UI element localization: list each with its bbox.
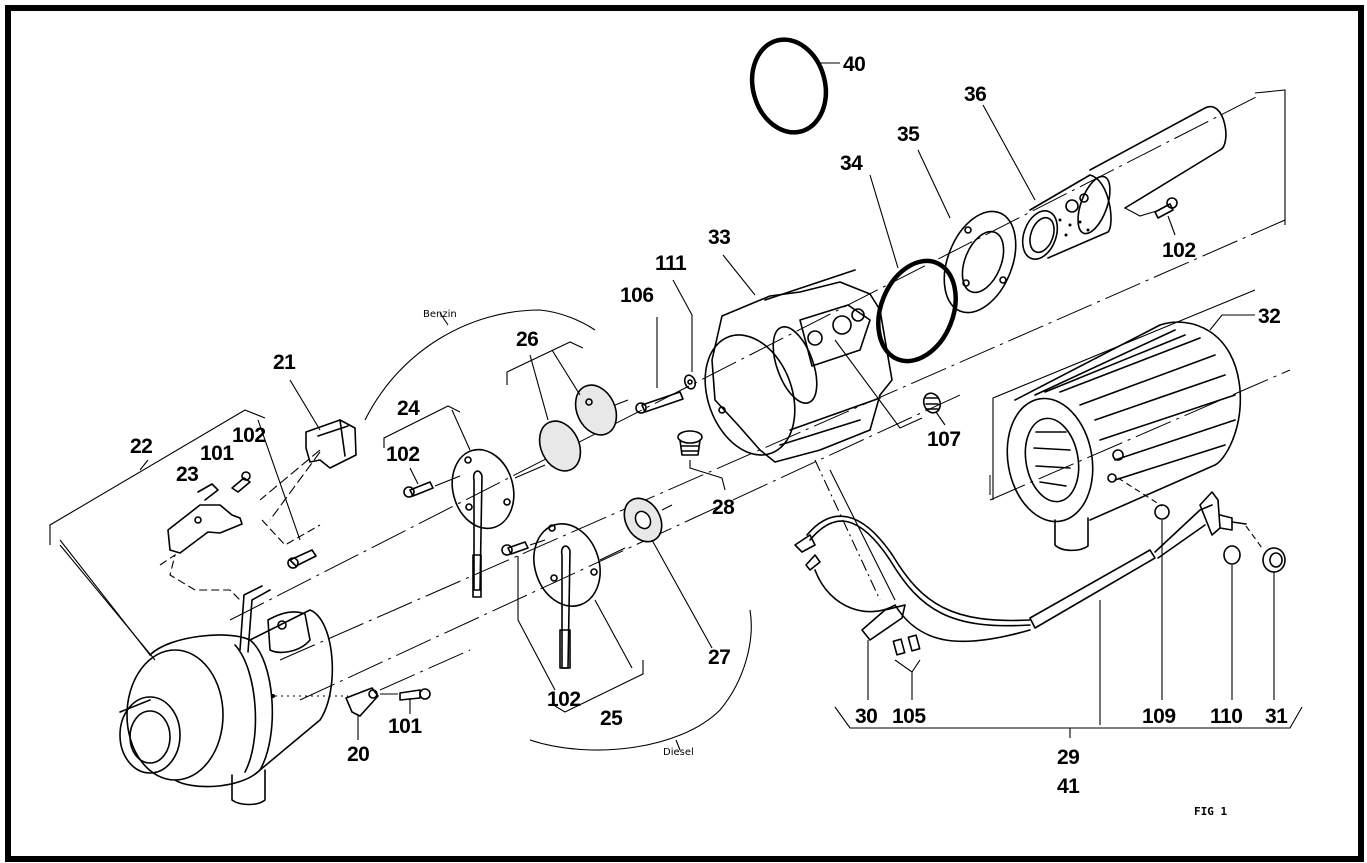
screw-102-diesel xyxy=(501,539,556,691)
part-burner-tube-36 xyxy=(982,104,1227,260)
part-oring-40 xyxy=(749,37,840,135)
screw-101-upper xyxy=(231,471,251,493)
callout-109: 109 xyxy=(1142,705,1176,728)
callout-31: 31 xyxy=(1265,705,1288,728)
part-wiring-harness-29 xyxy=(794,491,1247,725)
screw-101-lower xyxy=(380,688,431,714)
part-screw-107 xyxy=(922,392,946,426)
part-connector-21 xyxy=(259,379,357,521)
benzin-variant-arc xyxy=(364,309,596,421)
callout-33: 33 xyxy=(708,226,730,249)
part-plug-28 xyxy=(677,430,726,491)
callout-35: 35 xyxy=(897,123,920,146)
callout-22: 22 xyxy=(130,435,152,458)
part-clip-23 xyxy=(159,483,243,601)
bracket-32-36 xyxy=(992,89,1286,500)
part-flange-35 xyxy=(917,149,1017,314)
callout-41: 41 xyxy=(1057,775,1080,798)
part-cable-clamp-20 xyxy=(275,687,379,740)
part-heat-exchanger-32 xyxy=(1006,314,1255,552)
part-combustion-housing-33 xyxy=(704,254,923,463)
callout-105: 105 xyxy=(892,705,926,728)
part-blower-housing xyxy=(119,585,334,806)
part-felt-discs-26 xyxy=(506,341,629,472)
part-nut-109 xyxy=(1117,477,1170,700)
diesel-label: Diesel xyxy=(663,747,694,758)
bracket-22 xyxy=(49,409,266,661)
callout-40: 40 xyxy=(843,53,865,76)
callout-101-upper: 101 xyxy=(200,442,234,465)
callout-25: 25 xyxy=(600,707,623,730)
callout-110: 110 xyxy=(1210,705,1242,728)
callout-labels: 20 21 22 23 24 25 26 27 28 29 30 31 32 3… xyxy=(130,53,1289,818)
callout-29: 29 xyxy=(1057,746,1079,769)
callout-27: 27 xyxy=(708,646,730,669)
callout-30: 30 xyxy=(855,705,877,728)
callout-20: 20 xyxy=(347,743,369,766)
screw-102-upper xyxy=(257,419,321,569)
drawing-frame xyxy=(5,5,1364,862)
callout-102-diesel: 102 xyxy=(547,688,581,711)
callout-24: 24 xyxy=(397,397,420,420)
part-nut-110 xyxy=(1223,545,1241,700)
callout-106: 106 xyxy=(620,284,654,307)
callout-102-benzin: 102 xyxy=(386,443,420,466)
callout-107: 107 xyxy=(927,428,961,451)
callout-32: 32 xyxy=(1258,305,1280,328)
part-felt-ring-27 xyxy=(623,497,713,649)
diesel-variant-arc xyxy=(529,609,752,751)
part-glow-plate-25 xyxy=(533,523,644,713)
callout-26: 26 xyxy=(516,328,538,351)
bracket-29 xyxy=(834,706,1303,738)
callout-34: 34 xyxy=(840,152,863,175)
harness-guide-lines xyxy=(814,459,896,601)
part-oring-34 xyxy=(869,174,958,364)
callout-102-tube: 102 xyxy=(1162,239,1196,262)
callout-102-upper: 102 xyxy=(232,424,266,447)
callout-101-lower: 101 xyxy=(388,715,422,738)
part-screws-105 xyxy=(892,634,921,700)
part-bolt-106 xyxy=(635,317,684,414)
callout-23: 23 xyxy=(176,463,198,486)
screw-102-benzin xyxy=(403,467,461,498)
callout-28: 28 xyxy=(712,496,735,519)
part-washer-111 xyxy=(672,279,697,390)
callout-21: 21 xyxy=(273,351,296,374)
callout-111: 111 xyxy=(655,252,687,275)
benzin-label: Benzin xyxy=(423,309,457,320)
part-grommet-31 xyxy=(1245,525,1286,700)
figure-caption: FIG 1 xyxy=(1194,805,1227,818)
assembly-axes xyxy=(229,94,1291,701)
part-glow-plate-24 xyxy=(383,405,546,598)
callout-36: 36 xyxy=(964,83,986,106)
screw-102-tube xyxy=(1154,197,1178,236)
